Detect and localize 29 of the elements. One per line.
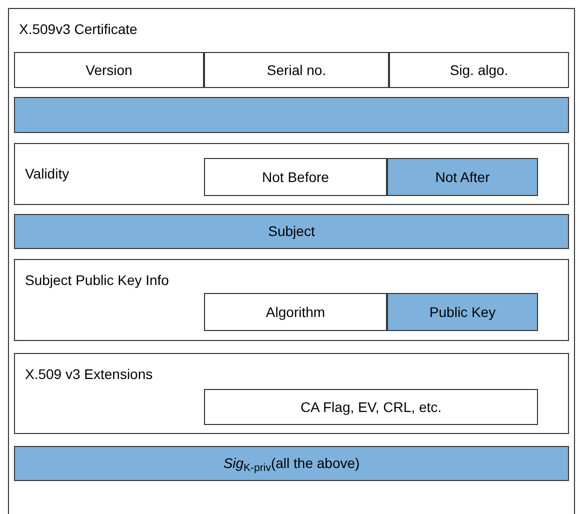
section-box bbox=[14, 259, 569, 341]
section-heading: X.509 v3 Extensions bbox=[25, 365, 153, 384]
field-box bbox=[387, 293, 538, 331]
section-box bbox=[14, 353, 569, 434]
section-box bbox=[14, 143, 569, 205]
field-label: CA Flag, EV, CRL, etc. bbox=[300, 398, 442, 417]
field-box bbox=[14, 52, 204, 88]
field-label: Subject bbox=[268, 222, 315, 241]
field-box bbox=[204, 52, 389, 88]
section-heading: X.509v3 Certificate bbox=[19, 20, 138, 39]
section-heading: Validity bbox=[25, 164, 70, 184]
field-box bbox=[204, 389, 538, 425]
field-label: Public Key bbox=[429, 302, 496, 322]
field-label: Not After bbox=[435, 168, 490, 186]
field-box bbox=[14, 214, 569, 249]
field-box bbox=[204, 158, 387, 196]
field-box bbox=[204, 293, 387, 331]
section-box bbox=[8, 8, 575, 514]
field-box bbox=[387, 158, 538, 196]
field-box bbox=[389, 52, 569, 88]
section-heading: Subject Public Key Info bbox=[25, 271, 169, 290]
field-label: Serial no. bbox=[266, 60, 326, 80]
filled-bar bbox=[14, 97, 569, 133]
field-label: Version bbox=[86, 60, 132, 80]
field-label: Sig$_{K-priv}$(all the above) bbox=[223, 454, 360, 474]
field-label: Algorithm bbox=[266, 302, 326, 322]
field-box bbox=[14, 446, 569, 481]
field-label: Not Before bbox=[262, 168, 329, 186]
field-label: Sig. algo. bbox=[450, 60, 508, 80]
